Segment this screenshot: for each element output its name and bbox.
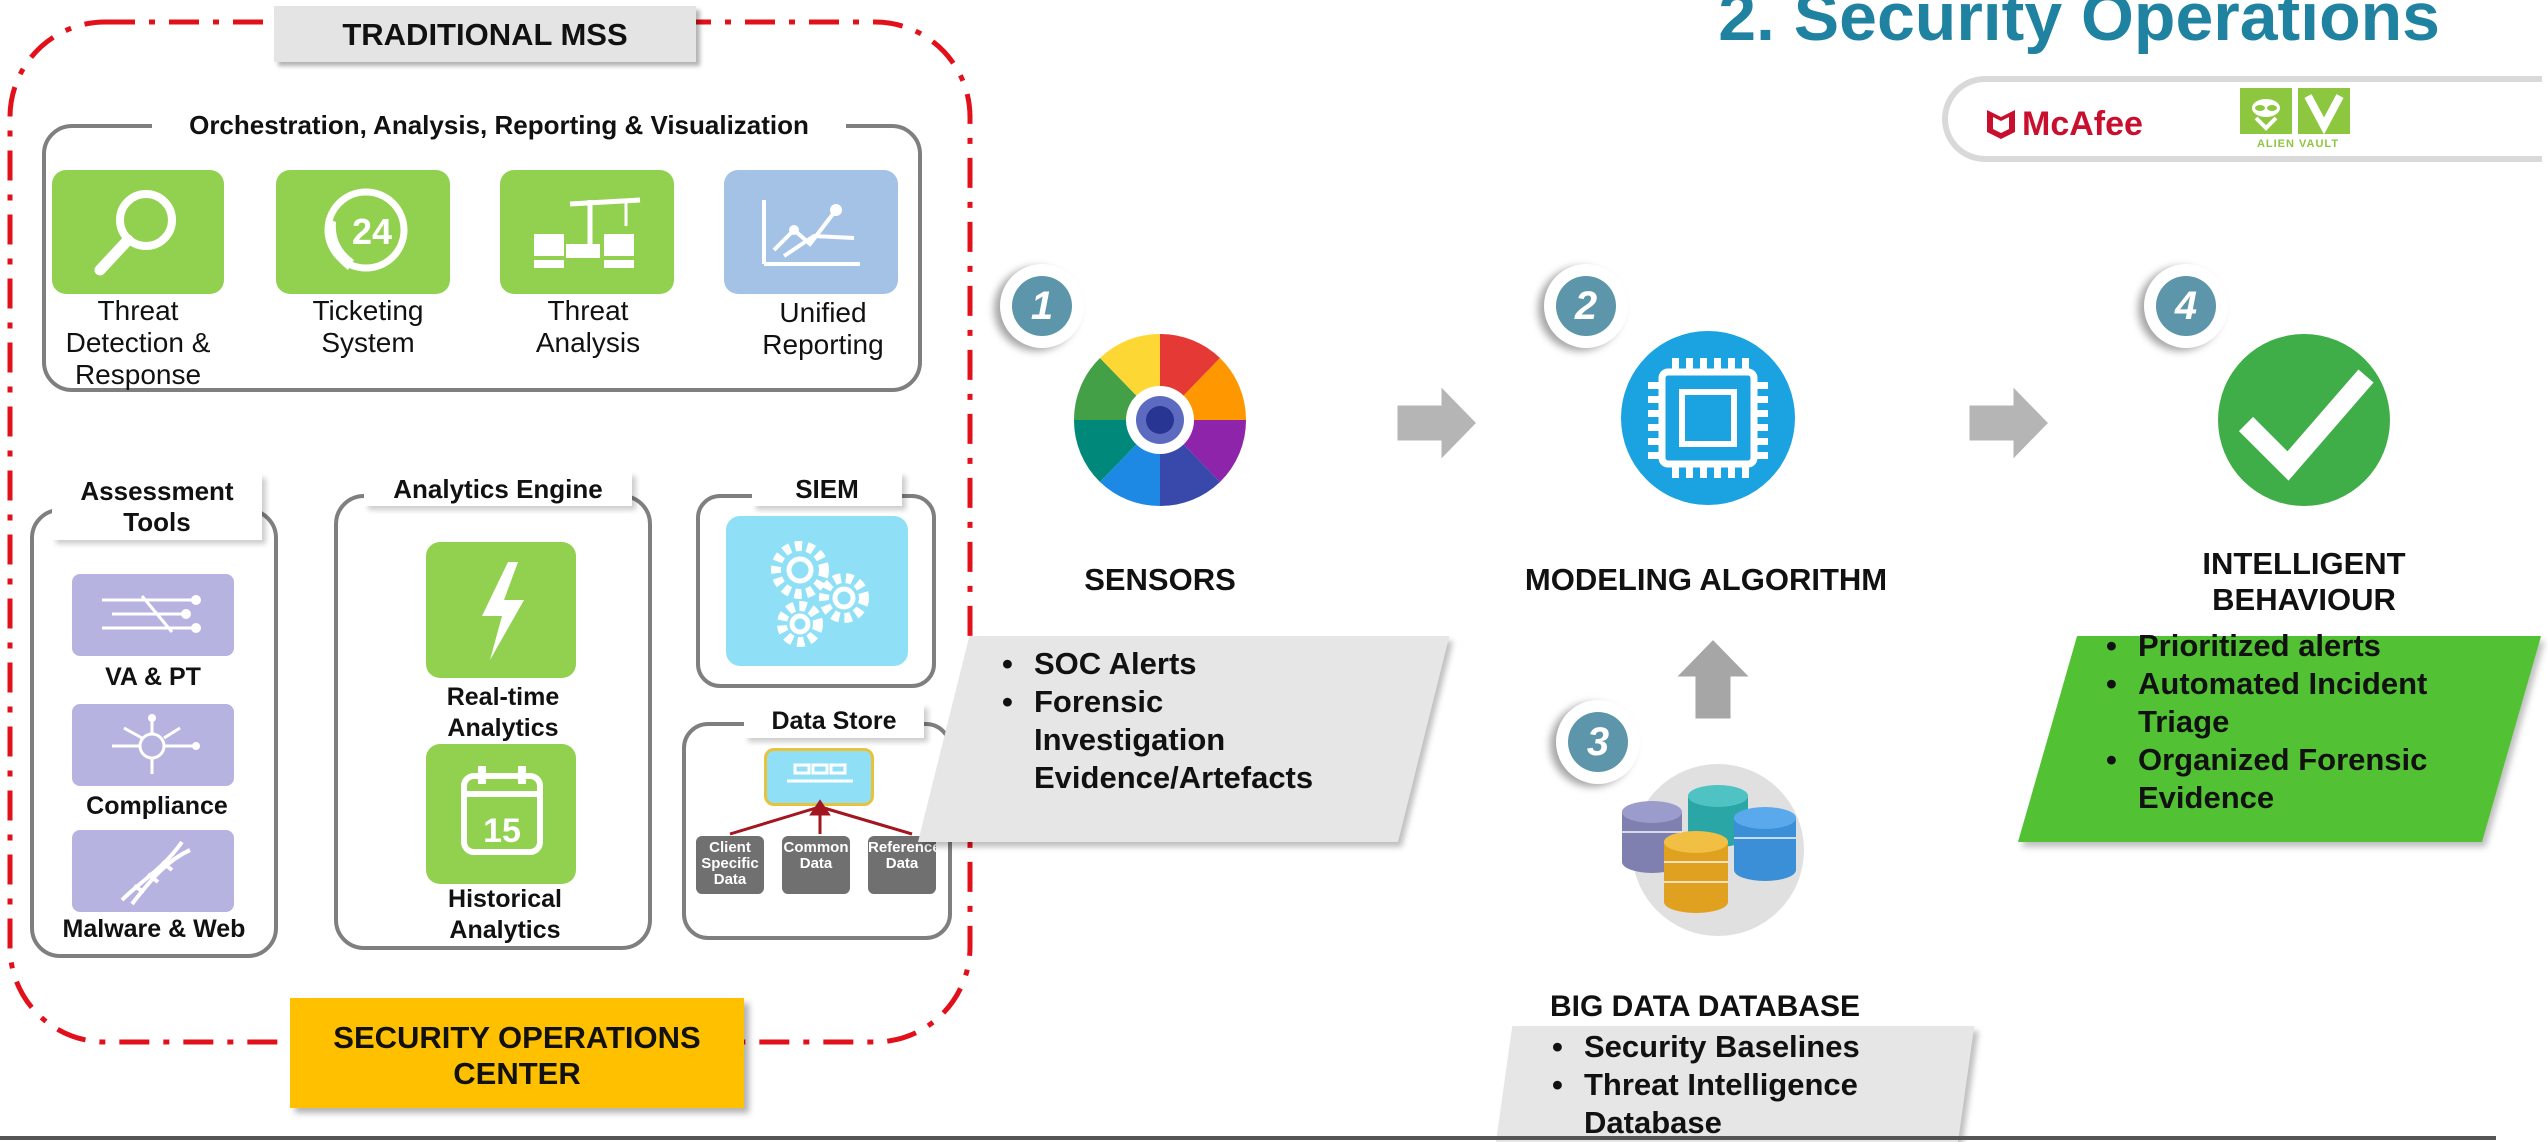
sensor-aperture-icon: [1073, 333, 1247, 507]
big-data-bullet: Threat Intelligence Database: [1546, 1066, 1926, 1142]
page-title: 2. Security Operations: [1718, 0, 2440, 55]
database-icon: [1622, 764, 1804, 936]
crane-icon: [534, 197, 641, 268]
siem-title: SIEM: [752, 472, 902, 506]
reference-data-chip: Reference Data: [868, 836, 941, 894]
historical-analytics-tile: 15: [426, 744, 576, 884]
data-store-arrows: [729, 799, 913, 836]
calendar-icon: 15: [461, 766, 543, 855]
threat-detection-label: Threat Detection & Response: [65, 295, 211, 390]
lightning-icon: [482, 562, 524, 660]
circuit-icon: [112, 714, 200, 774]
intelligent-bullet: Automated Incident Triage: [2100, 665, 2460, 741]
realtime-analytics-label: Real-time Analytics: [446, 683, 560, 742]
bottom-rule: [0, 1136, 2496, 1140]
soc-label: SECURITY OPERATIONS CENTER: [290, 998, 744, 1108]
mcafee-wordmark: McAfee: [2022, 104, 2143, 143]
chart-icon: [762, 200, 860, 266]
mss-title: TRADITIONAL MSS: [274, 6, 696, 62]
processor-chip-icon: [1621, 331, 1795, 505]
unified-reporting-tile: [724, 170, 898, 294]
checkmark-icon: [2218, 334, 2390, 506]
realtime-analytics-tile: [426, 542, 576, 678]
sensors-bullet: SOC Alerts: [996, 645, 1326, 683]
historical-analytics-label: Historical Analytics: [448, 885, 562, 944]
modeling-title: MODELING ALGORITHM: [1524, 562, 1888, 597]
arrow-up-icon: [1670, 635, 1756, 722]
dna-icon: [120, 840, 191, 906]
big-data-bullets: Security Baselines Threat Intelligence D…: [1546, 1028, 1926, 1142]
va-pt-label: VA & PT: [105, 663, 201, 691]
magnifier-icon: [94, 190, 176, 276]
sensors-bullets: SOC Alerts Forensic Investigation Eviden…: [996, 645, 1326, 797]
sensors-bullet: Forensic Investigation Evidence/Artefact…: [996, 683, 1326, 797]
intelligent-title: INTELLIGENT BEHAVIOUR: [2202, 546, 2406, 617]
step-1-number: 1: [1012, 276, 1072, 336]
client-specific-data-chip: Client Specific Data: [696, 836, 764, 894]
mcafee-logo: McAfee: [1984, 104, 2143, 144]
sensors-title: SENSORS: [1084, 562, 1236, 597]
intelligent-bullet: Prioritized alerts: [2100, 627, 2460, 665]
intelligent-bullet: Organized Forensic Evidence: [2100, 741, 2460, 817]
threat-detection-tile: [52, 170, 224, 294]
malware-web-tile: [72, 830, 234, 912]
arrow-right-1-icon: [1394, 380, 1481, 466]
analytics-engine-title: Analytics Engine: [364, 472, 632, 506]
step-2-number: 2: [1556, 276, 1616, 336]
alienvault-logo: ALIEN VAULT: [2238, 86, 2358, 156]
compliance-tile: [72, 704, 234, 786]
assessment-tools-title: Assessment Tools: [52, 474, 262, 540]
calendar-15-text: 15: [483, 812, 521, 850]
alienvault-wordmark: ALIEN VAULT: [2256, 138, 2340, 150]
mcafee-shield-icon: [1987, 110, 2015, 139]
va-pt-tile: [72, 574, 234, 656]
vendor-banner: McAfee ALIEN VAULT: [1942, 76, 2548, 162]
step-4-badge: 4: [2144, 264, 2228, 348]
gears-icon: [771, 541, 869, 647]
arrow-right-2-icon: [1966, 380, 2053, 466]
threat-analysis-label: Threat Analysis: [535, 295, 641, 358]
network-lines-icon: [102, 595, 201, 633]
orchestration-title: Orchestration, Analysis, Reporting & Vis…: [152, 108, 846, 142]
siem-tile: [726, 516, 908, 666]
common-data-chip: Common Data: [782, 836, 850, 894]
data-store-title: Data Store: [744, 704, 924, 738]
step-3-number: 3: [1568, 712, 1628, 772]
compliance-label: Compliance: [86, 792, 228, 820]
step-3-badge: 3: [1556, 700, 1640, 784]
big-data-bullet: Security Baselines: [1546, 1028, 1926, 1066]
step-4-number: 4: [2156, 276, 2216, 336]
intelligent-bullets: Prioritized alerts Automated Incident Tr…: [2100, 627, 2460, 817]
step-2-badge: 2: [1544, 264, 1628, 348]
unified-reporting-label: Unified Reporting: [762, 297, 884, 360]
server-icon: [787, 763, 853, 783]
step-1-badge: 1: [1000, 264, 1084, 348]
ticketing-system-label: Ticketing System: [312, 295, 424, 358]
ticketing-24-text: 24: [352, 211, 392, 252]
ticketing-system-tile: 24: [276, 170, 450, 294]
phone-24-icon: 24: [324, 188, 408, 272]
alienvault-icon: [2240, 88, 2350, 135]
malware-web-label: Malware & Web: [62, 915, 246, 943]
big-data-title: BIG DATA DATABASE: [1550, 990, 1860, 1023]
threat-analysis-tile: [500, 170, 674, 294]
